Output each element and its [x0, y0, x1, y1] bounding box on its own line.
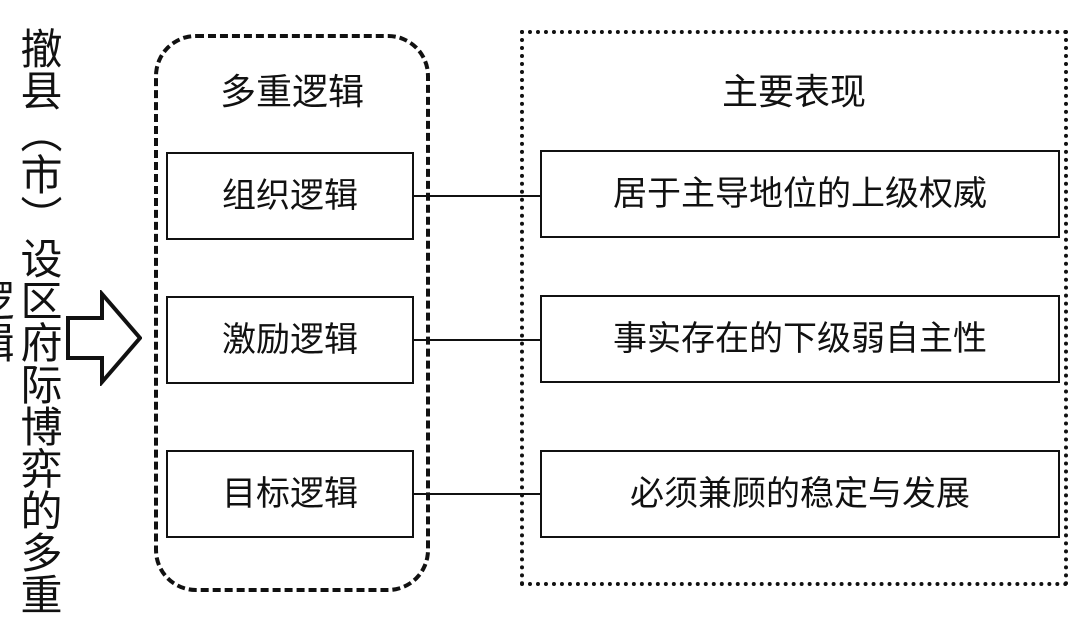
main-manifestation-title: 主要表现: [721, 72, 866, 113]
logic-box-incentive: 激励逻辑: [166, 296, 414, 384]
connector-line: [414, 493, 540, 495]
connector-line: [414, 339, 540, 341]
right-arrow-icon: [66, 290, 142, 386]
connector-line: [414, 195, 540, 197]
manifestation-box-authority: 居于主导地位的上级权威: [540, 150, 1060, 238]
logic-box-goal: 目标逻辑: [166, 450, 414, 538]
manifestation-box-autonomy: 事实存在的下级弱自主性: [540, 295, 1060, 383]
logic-box-organization: 组织逻辑: [166, 152, 414, 240]
diagram-side-title: 撤县（市）设区府际博弈的多重逻辑: [0, 26, 63, 615]
multiple-logic-title: 多重逻辑: [219, 72, 364, 113]
multiple-logic-group: [154, 34, 430, 592]
manifestation-box-balance: 必须兼顾的稳定与发展: [540, 450, 1060, 538]
main-manifestation-group: [520, 30, 1068, 586]
